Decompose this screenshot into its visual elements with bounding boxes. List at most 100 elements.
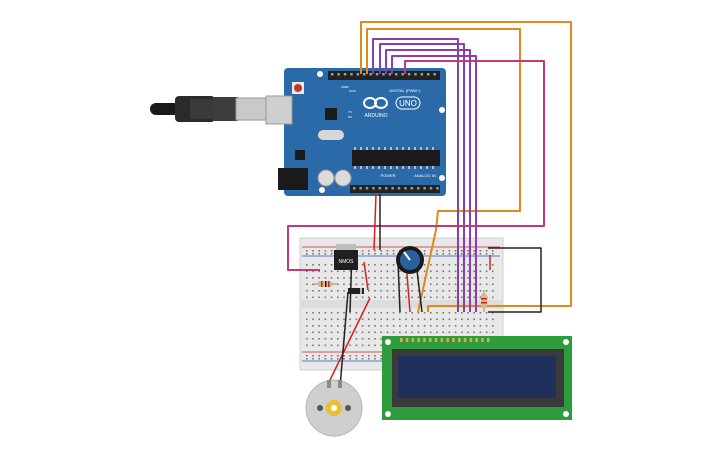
breadboard-hole <box>411 296 413 299</box>
digital-pin <box>433 73 436 76</box>
resistor-lcd[interactable] <box>481 290 487 312</box>
breadboard-hole <box>337 312 339 314</box>
arduino-model-text: UNO <box>399 99 417 108</box>
breadboard-hole <box>417 312 420 314</box>
breadboard-hole <box>442 283 444 286</box>
breadboard-hole <box>324 253 327 255</box>
breadboard-hole <box>442 290 444 292</box>
lcd-pin <box>469 338 473 342</box>
resistor-icon[interactable] <box>312 281 338 287</box>
breadboard-hole <box>448 290 451 292</box>
breadboard-hole <box>349 277 351 279</box>
breadboard-hole <box>467 270 469 273</box>
lcd-pin <box>481 338 484 342</box>
breadboard-hole <box>337 344 339 347</box>
chip-pin <box>372 147 374 150</box>
power-pin <box>391 187 394 190</box>
usb-cable-icon[interactable] <box>150 96 269 122</box>
chip-pin <box>366 147 368 150</box>
breadboard-hole <box>349 325 351 327</box>
breadboard-hole <box>386 283 389 286</box>
breadboard-hole <box>492 325 494 327</box>
breadboard-hole <box>436 318 438 321</box>
breadboard-hole <box>479 250 482 252</box>
breadboard-hole <box>492 283 494 286</box>
breadboard-hole <box>330 338 333 340</box>
aref-label: AREF <box>341 85 349 89</box>
breadboard-hole <box>380 277 382 279</box>
breadboard-hole <box>380 338 382 340</box>
digital-header[interactable] <box>331 73 436 76</box>
potentiometer-knob-icon[interactable] <box>396 246 424 274</box>
breadboard-hole <box>374 290 376 292</box>
breadboard-hole <box>436 283 438 286</box>
breadboard-hole <box>479 296 482 299</box>
breadboard-hole <box>386 331 389 334</box>
chip-pin <box>378 166 380 169</box>
breadboard-hole <box>318 318 320 321</box>
breadboard-hole <box>436 253 438 255</box>
dc-motor-icon[interactable] <box>305 379 363 437</box>
lcd-pin-header[interactable] <box>400 338 490 342</box>
diode-icon[interactable] <box>348 288 364 294</box>
power-pin <box>385 187 388 190</box>
breadboard-hole <box>374 264 376 266</box>
breadboard-hole <box>492 264 494 266</box>
breadboard-hole <box>361 253 364 255</box>
breadboard-hole <box>337 318 339 321</box>
breadboard-hole <box>306 318 308 321</box>
breadboard-hole <box>485 253 488 255</box>
breadboard-hole <box>312 290 314 292</box>
breadboard-hole <box>442 270 444 273</box>
lcd-display[interactable] <box>382 336 572 420</box>
reset-button-icon[interactable] <box>294 84 302 92</box>
breadboard-hole <box>461 331 463 334</box>
power-header[interactable] <box>353 187 439 190</box>
breadboard-hole <box>361 358 364 360</box>
breadboard-hole <box>318 344 320 347</box>
breadboard-hole <box>454 270 457 273</box>
breadboard-hole <box>324 325 327 327</box>
breadboard-hole <box>349 355 351 357</box>
breadboard-hole <box>430 331 432 334</box>
breadboard-hole <box>399 312 401 314</box>
mosfet-icon[interactable]: NMOS <box>334 244 358 270</box>
wire-motor-black <box>339 291 349 388</box>
chip-pin <box>414 166 416 169</box>
breadboard-hole <box>368 270 370 273</box>
chip-pin <box>366 166 368 169</box>
breadboard-hole <box>306 325 308 327</box>
digital-pin <box>331 73 334 76</box>
breadboard-hole <box>343 277 345 279</box>
breadboard-hole <box>423 318 426 321</box>
breadboard-hole <box>343 318 345 321</box>
breadboard-hole <box>479 290 482 292</box>
breadboard-hole <box>392 318 395 321</box>
breadboard-hole <box>473 250 475 252</box>
breadboard-hole <box>312 325 314 327</box>
arduino-uno-board[interactable]: ARDUINO UNO DIGITAL (PWM~) POWER ANALOG … <box>265 68 446 196</box>
breadboard-hole <box>399 331 401 334</box>
wires[interactable] <box>287 21 572 388</box>
breadboard-hole <box>349 270 351 273</box>
breadboard-hole <box>405 331 407 334</box>
digital-pin <box>375 73 379 76</box>
breadboard-hole <box>380 331 382 334</box>
breadboard-hole <box>324 318 327 321</box>
breadboard-hole <box>417 270 420 273</box>
breadboard-hole <box>324 296 327 299</box>
breadboard-hole <box>318 253 320 255</box>
breadboard-hole <box>355 277 358 279</box>
breadboard-hole <box>442 296 444 299</box>
breadboard-hole <box>361 355 364 357</box>
breadboard-hole <box>318 250 320 252</box>
breadboard-hole <box>485 331 488 334</box>
breadboard-hole <box>479 264 482 266</box>
breadboard-hole <box>479 277 482 279</box>
digital-pin <box>343 73 347 76</box>
breadboard-hole <box>368 277 370 279</box>
breadboard-hole <box>448 318 451 321</box>
breadboard-hole <box>361 270 364 273</box>
breadboard-hole <box>423 290 426 292</box>
